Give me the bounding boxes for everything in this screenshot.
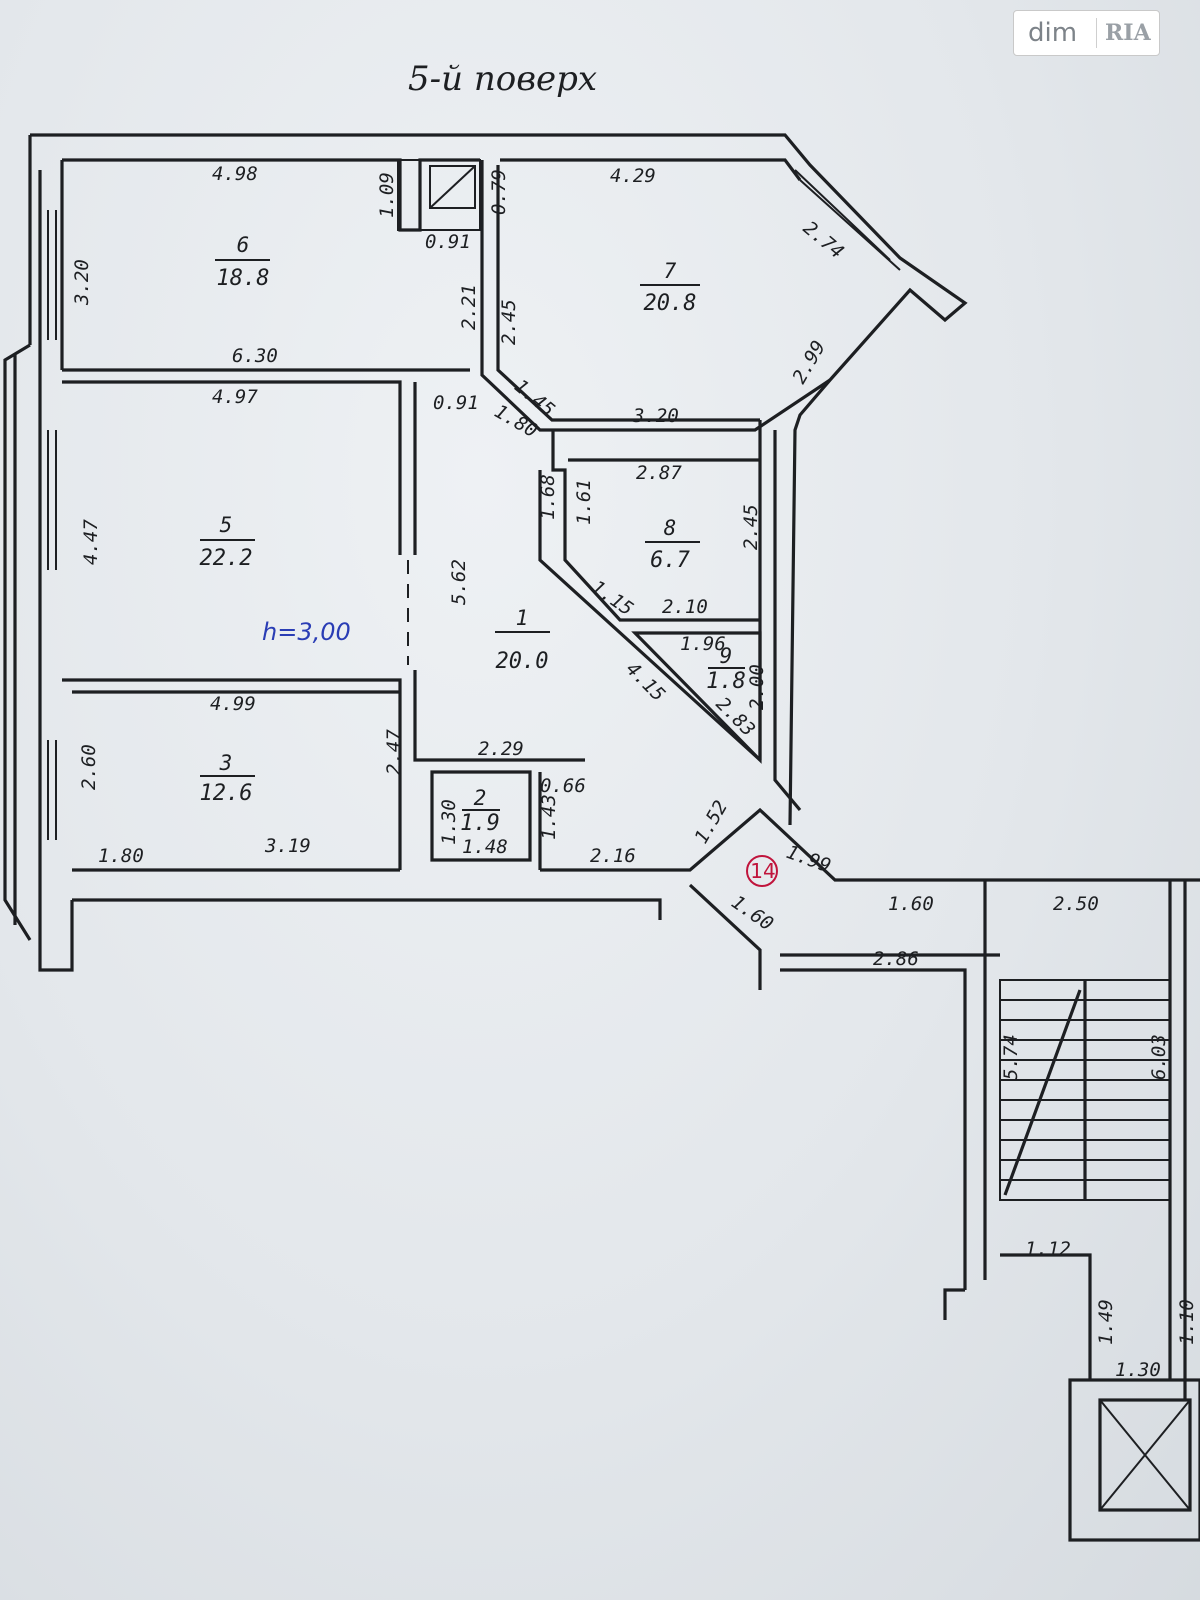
dimension-label: 6.30 — [232, 345, 278, 367]
dimension-label: 2.45 — [498, 299, 520, 345]
dimension-label: 1.30 — [1115, 1359, 1161, 1381]
dimension-label: 2.47 — [383, 729, 405, 775]
dimension-label: 4.15 — [621, 658, 669, 706]
dimension-label: 6.03 — [1148, 1034, 1170, 1080]
dimension-label: 3.20 — [632, 405, 679, 427]
dimension-label: 4.47 — [80, 519, 102, 565]
room-area: 20.0 — [496, 649, 549, 674]
dim-ria-watermark: dim RIA — [1013, 10, 1160, 56]
dimension-label: 2.16 — [590, 845, 636, 867]
dimension-label: 2.29 — [478, 738, 524, 760]
dimension-label: 0.91 — [425, 231, 471, 253]
dimension-label: 1.61 — [573, 479, 595, 525]
dimension-label: 4.99 — [210, 693, 256, 715]
room-14-marker — [746, 855, 778, 887]
dimension-label: 0.79 — [488, 169, 510, 215]
room-area: 20.8 — [644, 291, 697, 316]
dimension-label: 0.91 — [433, 392, 479, 414]
room-number: 1 — [516, 606, 529, 630]
dimension-label: 3.20 — [71, 259, 93, 306]
logo-divider — [1096, 18, 1097, 48]
vent-shaft — [397, 159, 481, 231]
dimension-label: 0.66 — [540, 775, 586, 797]
dimension-label: 1.10 — [1176, 1299, 1198, 1345]
dimension-label: 2.00 — [746, 664, 768, 710]
room-number: 7 — [664, 259, 677, 283]
room-area: 6.7 — [650, 548, 690, 573]
dimension-label: 1.09 — [376, 172, 398, 218]
room-area: 22.2 — [200, 546, 253, 571]
logo-dim-text: dim — [1028, 18, 1078, 48]
room-number: 3 — [219, 751, 233, 775]
dimension-label: 1.60 — [888, 893, 934, 915]
room-area: 1.8 — [706, 669, 746, 694]
dimension-label: 1.49 — [1095, 1299, 1117, 1345]
interior-walls — [62, 160, 1200, 1400]
dimension-label: 4.98 — [212, 163, 258, 185]
dimension-label: 2.60 — [78, 744, 100, 790]
room-area: 1.9 — [460, 811, 500, 836]
dimension-label: 2.50 — [1053, 893, 1099, 915]
dimension-label: 1.80 — [98, 845, 144, 867]
dimension-label: 2.86 — [873, 948, 919, 970]
dimension-label: 1.30 — [438, 799, 460, 845]
staircase — [999, 979, 1171, 1201]
dimension-label: 5.74 — [1000, 1034, 1022, 1080]
room-number: 14 — [750, 859, 775, 883]
dimension-label: 2.87 — [636, 462, 682, 484]
dimension-label: 1.43 — [538, 794, 560, 840]
dimension-label: 2.45 — [740, 504, 762, 550]
windows — [39, 169, 901, 840]
dimension-label: 2.74 — [799, 217, 848, 263]
dimension-labels: 4.98 1.09 0.79 4.29 2.74 3.20 0.91 2.21 … — [71, 163, 1198, 1381]
room-number: 9 — [720, 644, 733, 668]
dimension-label: 1.12 — [1025, 1238, 1071, 1260]
dimension-label: 3.19 — [264, 835, 311, 857]
room-area: 18.8 — [217, 266, 270, 291]
room-number: 8 — [664, 516, 677, 540]
room-area: 12.6 — [200, 781, 253, 806]
dimension-label: 1.68 — [537, 474, 559, 520]
dimension-label: 2.99 — [788, 337, 830, 388]
floor-title: 5-й поверх — [408, 59, 597, 99]
dimension-label: 1.96 — [680, 633, 726, 655]
dimension-label: 4.97 — [212, 386, 258, 408]
dimension-label: 1.60 — [727, 891, 777, 935]
room-number: 2 — [474, 786, 487, 810]
dimension-label: 2.21 — [458, 284, 480, 330]
elevator-shaft — [1068, 1378, 1200, 1542]
dimension-label: 1.48 — [462, 836, 508, 858]
ceiling-height: h=3,00 — [262, 618, 351, 646]
dimension-label: 5.62 — [448, 559, 470, 605]
dimension-label: 1.99 — [783, 841, 834, 877]
dimension-label: 4.29 — [610, 165, 656, 187]
logo-ria-text: RIA — [1105, 20, 1151, 46]
room-number: 6 — [237, 233, 250, 257]
dimension-label: 2.10 — [662, 596, 708, 618]
room-number: 5 — [220, 513, 233, 537]
room-labels: 6 18.8 7 20.8 5 22.2 1 20.0 8 6.7 9 1.8 … — [200, 233, 778, 887]
